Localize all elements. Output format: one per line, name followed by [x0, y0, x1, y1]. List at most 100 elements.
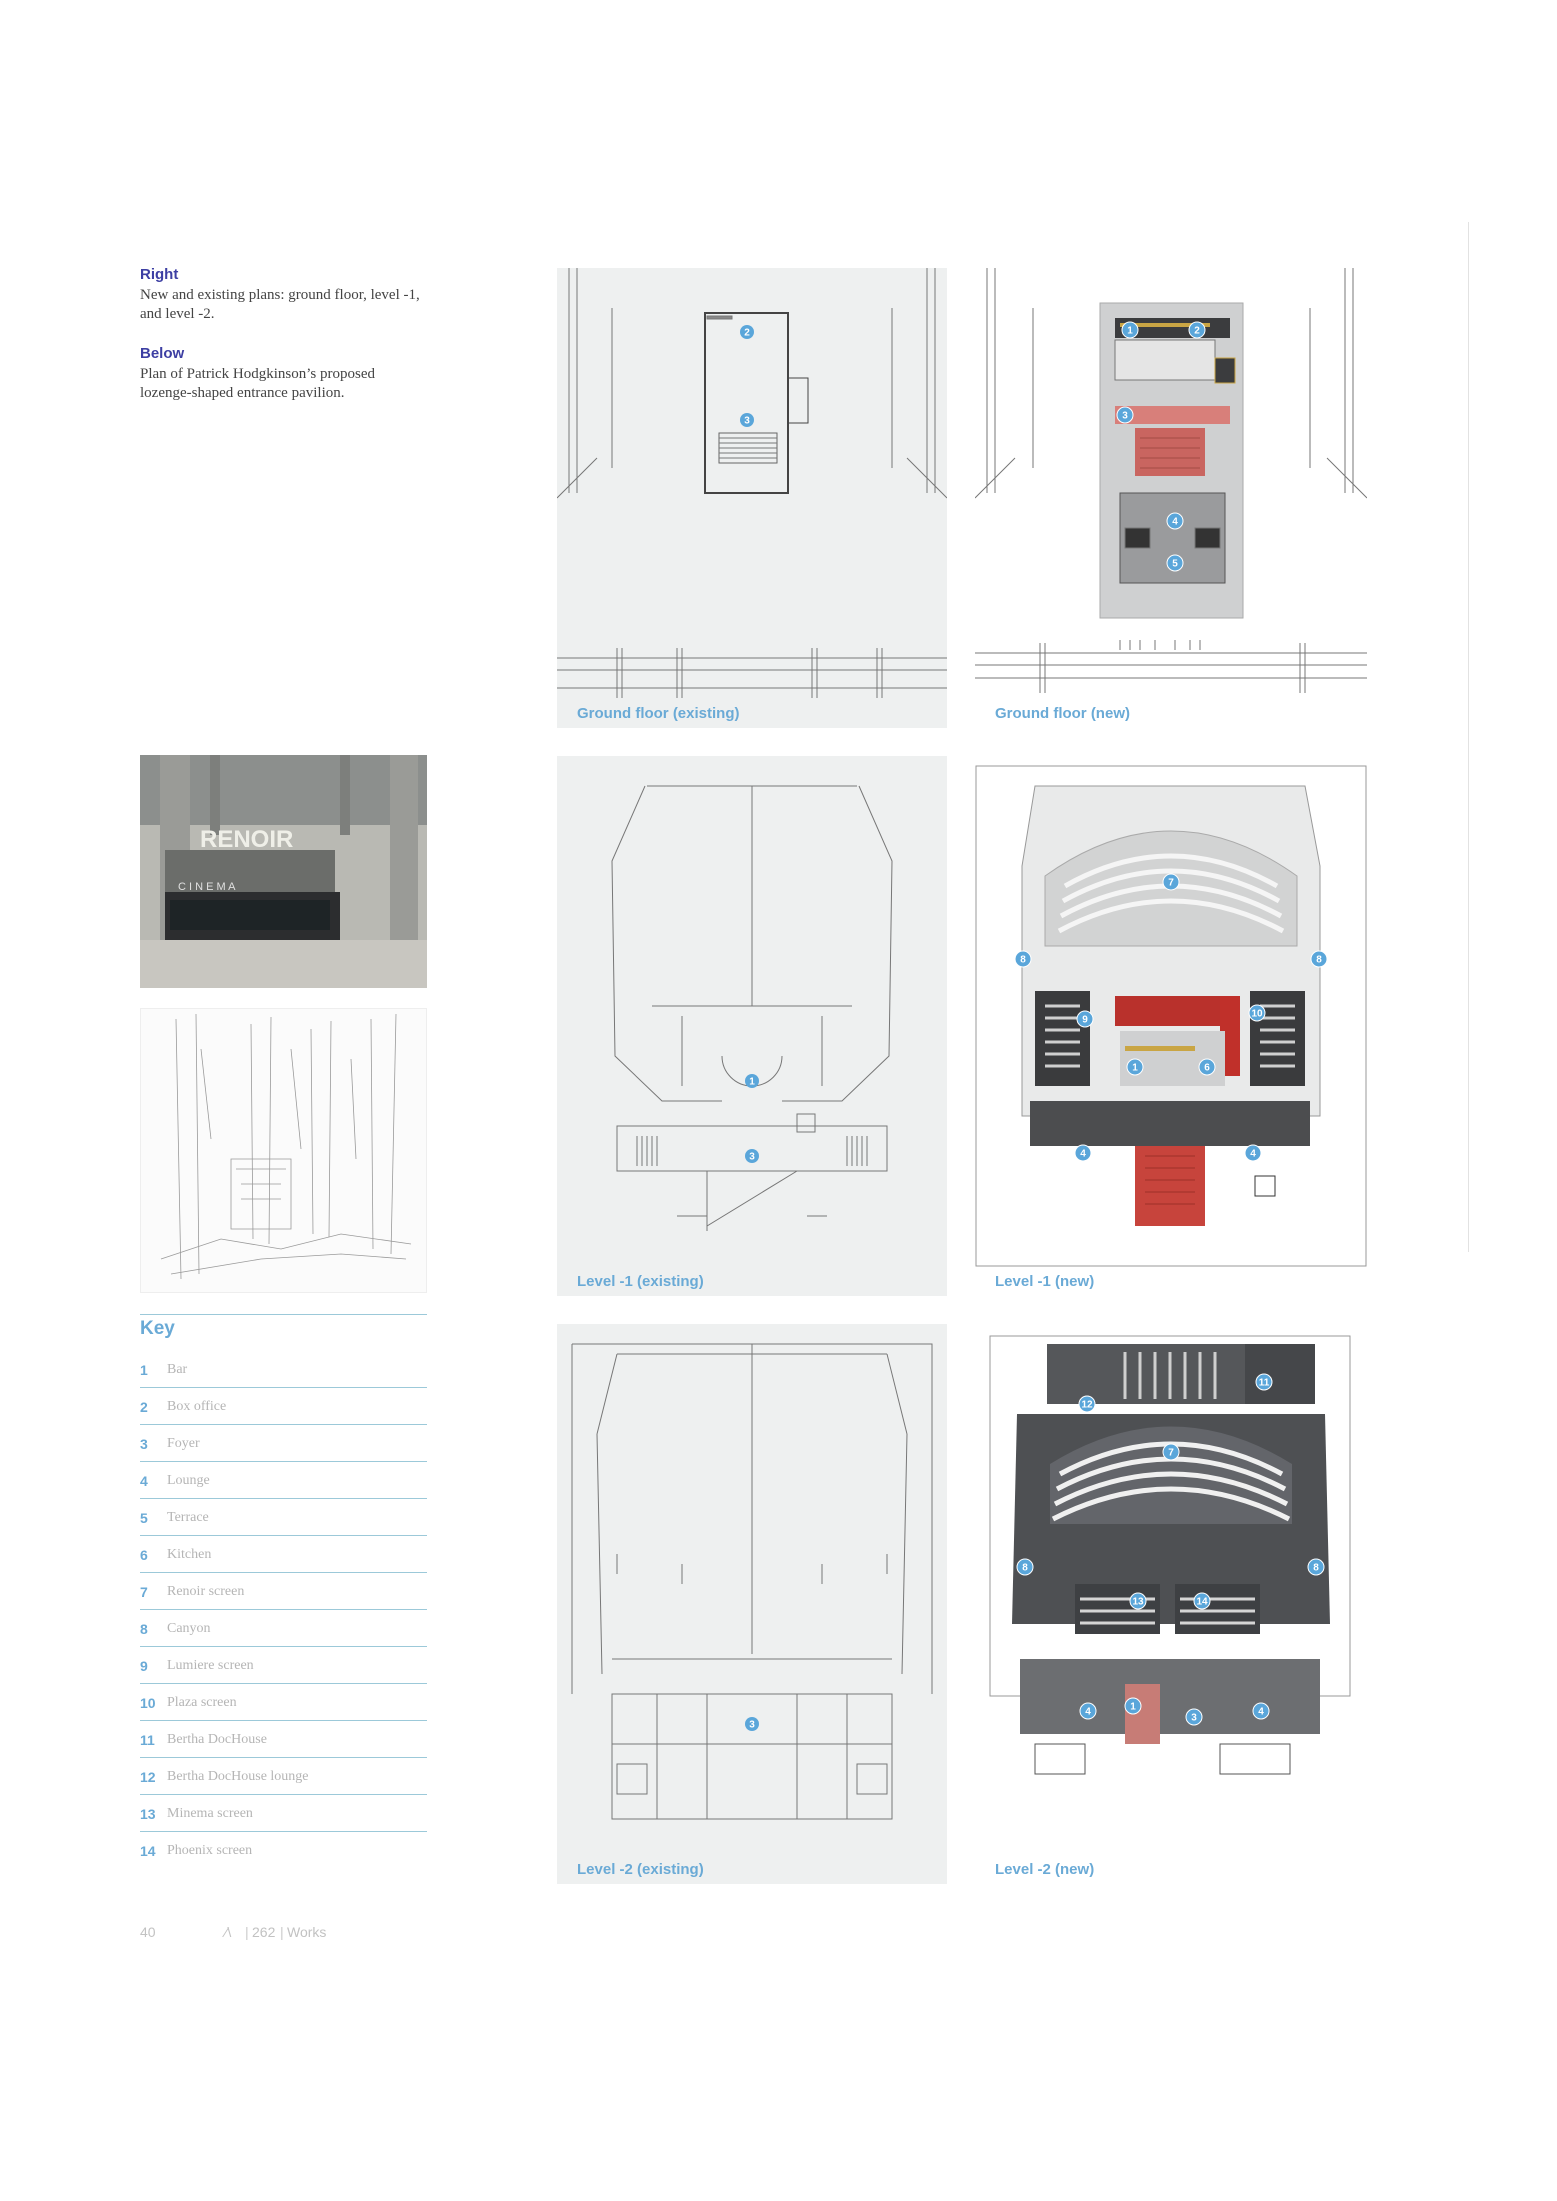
key-item: 7 Renoir screen [140, 1582, 427, 1606]
plan-marker-number: 1 [1132, 1063, 1138, 1074]
plan-marker [1116, 406, 1134, 424]
key-number: 9 [140, 1658, 148, 1674]
plan-marker [1252, 1702, 1270, 1720]
plan-marker [1078, 1395, 1096, 1413]
plan-title: Level -1 (existing) [577, 1273, 704, 1290]
marker-foyer [740, 413, 754, 427]
key-label: Bertha DocHouse [167, 1732, 267, 1747]
page-number: 40 [140, 1924, 156, 1940]
key-label: Lumiere screen [167, 1658, 254, 1673]
key-number: 5 [140, 1510, 148, 1526]
key-label: Foyer [167, 1436, 200, 1451]
plan-ground-existing: 2 3 Ground floor (existing) [557, 268, 947, 728]
key-divider [140, 1794, 427, 1795]
plan-marker-number: 7 [1168, 1448, 1174, 1459]
plan-marker-number: 13 [1132, 1597, 1144, 1608]
key-item: 9 Lumiere screen [140, 1656, 427, 1680]
renoir-sign: RENOIR [200, 826, 293, 853]
key-number: 6 [140, 1547, 148, 1563]
plan-marker-number: 7 [1168, 878, 1174, 889]
plan-title: Level -2 (new) [995, 1861, 1095, 1878]
key-divider [140, 1720, 427, 1721]
key-divider [140, 1683, 427, 1684]
key-number: 8 [140, 1621, 148, 1637]
plan-marker-number: 2 [1194, 326, 1200, 337]
key-label: Bar [167, 1362, 188, 1377]
plan-title: Ground floor (new) [995, 705, 1130, 722]
plan-marker [1074, 1144, 1092, 1162]
key-label: Canyon [167, 1621, 211, 1636]
plan-marker-number: 4 [1085, 1707, 1091, 1718]
plan-marker [1126, 1058, 1144, 1076]
key-divider [140, 1424, 427, 1425]
key-number: 13 [140, 1806, 156, 1822]
plan-marker [1079, 1702, 1097, 1720]
plan-marker-number: 10 [1251, 1009, 1263, 1020]
plan-marker-number: 8 [1313, 1563, 1319, 1574]
plan-marker-number: 4 [1172, 517, 1178, 528]
plan-marker-number: 8 [1020, 955, 1026, 966]
marker-foyer [745, 1149, 759, 1163]
key-divider [140, 1609, 427, 1610]
key-divider [140, 1572, 427, 1573]
cinema-photo: RENOIR C I N E M A [140, 755, 427, 988]
key-label: Bertha DocHouse lounge [167, 1769, 309, 1784]
key-label: Renoir screen [167, 1584, 245, 1599]
key-divider [140, 1314, 427, 1315]
issue-number: 262 [252, 1924, 276, 1940]
key-label: Terrace [167, 1510, 209, 1525]
key-item: 8 Canyon [140, 1619, 427, 1643]
plan-marker [1162, 873, 1180, 891]
plan-marker [1166, 512, 1184, 530]
plan-marker-number: 3 [1191, 1713, 1197, 1724]
plan-marker-number: 6 [1204, 1063, 1210, 1074]
key-divider [140, 1387, 427, 1388]
key-label: Box office [167, 1399, 227, 1414]
plan-title: Ground floor (existing) [577, 705, 740, 722]
key-item: 5 Terrace [140, 1508, 427, 1532]
plan-marker [1076, 1010, 1094, 1028]
plan-marker [1162, 1443, 1180, 1461]
key-number: 2 [140, 1399, 148, 1415]
plan-marker [1193, 1592, 1211, 1610]
key-number: 7 [140, 1584, 148, 1600]
key-label: Lounge [167, 1473, 210, 1488]
marker-box-office [740, 325, 754, 339]
key-number: 14 [140, 1843, 156, 1859]
svg-text:3: 3 [749, 1152, 755, 1163]
plan-title: Level -2 (existing) [577, 1861, 704, 1878]
key-divider [140, 1757, 427, 1758]
plan-marker [1244, 1144, 1262, 1162]
svg-text:3: 3 [744, 416, 750, 427]
plan-marker [1016, 1558, 1034, 1576]
plan-marker [1129, 1592, 1147, 1610]
plan-marker [1310, 950, 1328, 968]
key-item: 2 Box office [140, 1397, 427, 1421]
plan-marker-number: 4 [1258, 1707, 1264, 1718]
key-title: Key [140, 1318, 175, 1339]
svg-text:1: 1 [749, 1077, 755, 1088]
plan-marker-number: 1 [1127, 326, 1133, 337]
marker-foyer [745, 1717, 759, 1731]
key-divider [140, 1646, 427, 1647]
plan-marker [1248, 1004, 1266, 1022]
caption-right-heading: Right [140, 266, 179, 283]
plan-marker [1198, 1058, 1216, 1076]
margin-rule [1468, 222, 1469, 1252]
plan-marker [1124, 1697, 1142, 1715]
plan-marker [1307, 1558, 1325, 1576]
plan-marker [1188, 321, 1206, 339]
plan-marker [1014, 950, 1032, 968]
plan-l2-existing: 3 Level -2 (existing) [557, 1324, 947, 1884]
plan-marker [1255, 1373, 1273, 1391]
footer-separator: | [245, 1924, 249, 1940]
key-divider [140, 1461, 427, 1462]
